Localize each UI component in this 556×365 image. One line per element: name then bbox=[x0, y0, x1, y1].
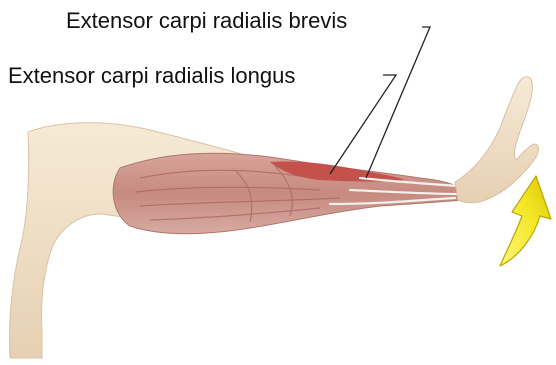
label-extensor-carpi-radialis-brevis: Extensor carpi radialis brevis bbox=[66, 10, 347, 32]
label-extensor-carpi-radialis-longus: Extensor carpi radialis longus bbox=[8, 65, 295, 87]
curved-arrow-up-icon bbox=[500, 176, 551, 266]
hand bbox=[455, 77, 539, 203]
leader-line-brevis bbox=[366, 27, 430, 178]
leader-line-longus bbox=[330, 75, 396, 174]
leader-lines bbox=[330, 27, 430, 178]
